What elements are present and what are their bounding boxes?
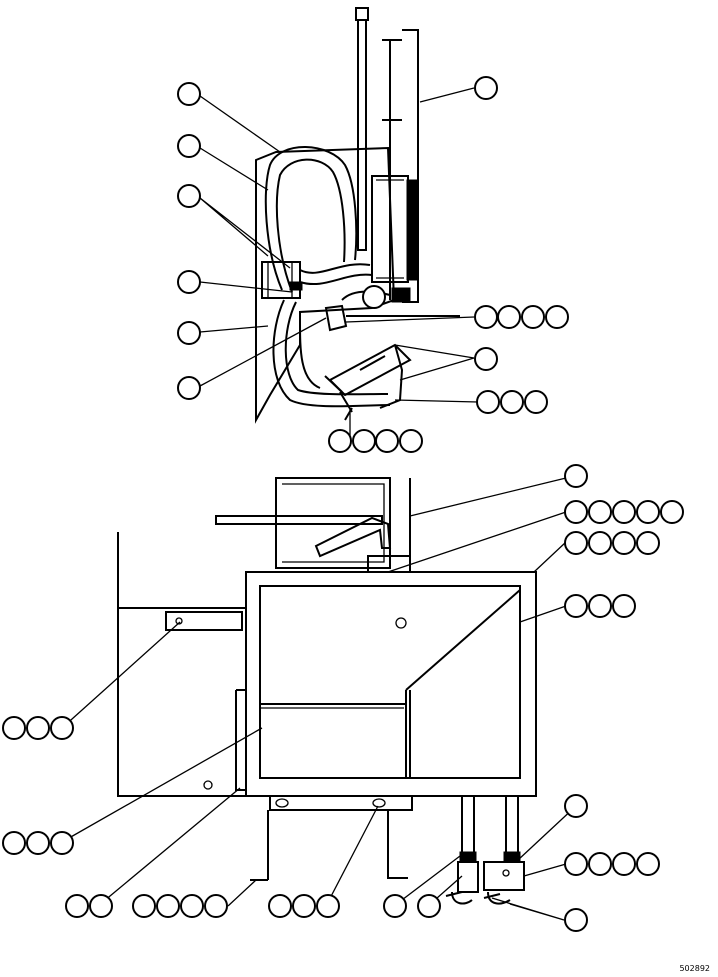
top-assembly [255,7,460,424]
bottom-assembly [117,477,537,905]
bottom-callouts [2,464,684,932]
top-callouts [177,76,569,453]
figure-number: 502892 [679,964,710,973]
